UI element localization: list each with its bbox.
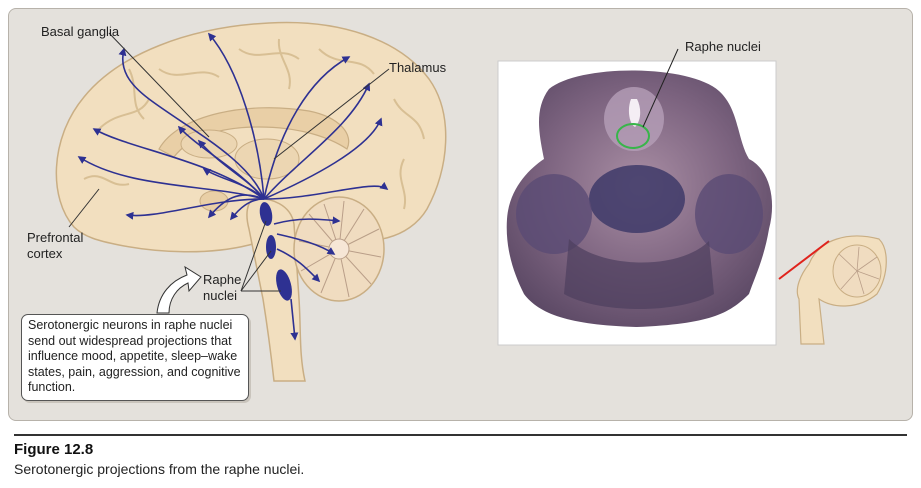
section-plane-line bbox=[778, 240, 830, 280]
label-basal-ganglia: Basal ganglia bbox=[41, 24, 120, 39]
basal-ganglia-region bbox=[180, 129, 238, 159]
callout-arrow bbox=[156, 265, 202, 314]
serotonergic-projections bbox=[77, 32, 389, 341]
figure-caption: Serotonergic projections from the raphe … bbox=[14, 461, 305, 477]
raphe-pointer-lines bbox=[240, 220, 281, 292]
cerebellum bbox=[293, 196, 385, 302]
section-reference-inset bbox=[778, 235, 887, 345]
callout-box: Serotonergic neurons in raphe nuclei sen… bbox=[21, 314, 249, 401]
hypothalamus bbox=[199, 190, 229, 212]
sagittal-brain-diagram bbox=[55, 21, 447, 382]
dark-tegmentum bbox=[589, 165, 685, 233]
label-prefrontal-cortex: Prefrontal cortex bbox=[27, 230, 84, 261]
label-raphe-nuclei-diagram: Raphe nuclei bbox=[203, 272, 242, 303]
figure-panel: Basal ganglia Thalamus Prefrontal cortex… bbox=[8, 8, 913, 421]
histology-photo bbox=[497, 48, 777, 346]
raphe-highlight-circle bbox=[616, 123, 650, 149]
thalamus-region bbox=[234, 138, 300, 180]
label-thalamus: Thalamus bbox=[389, 60, 447, 75]
corpus-callosum bbox=[158, 107, 350, 158]
label-leader-lines bbox=[68, 32, 390, 228]
figure-number: Figure 12.8 bbox=[14, 441, 94, 458]
raphe-nuclei-ovals bbox=[259, 202, 292, 301]
illustration bbox=[55, 21, 887, 382]
caption-divider bbox=[14, 434, 907, 436]
label-raphe-nuclei-photo: Raphe nuclei bbox=[685, 39, 761, 54]
photo-label-leader bbox=[642, 48, 679, 128]
